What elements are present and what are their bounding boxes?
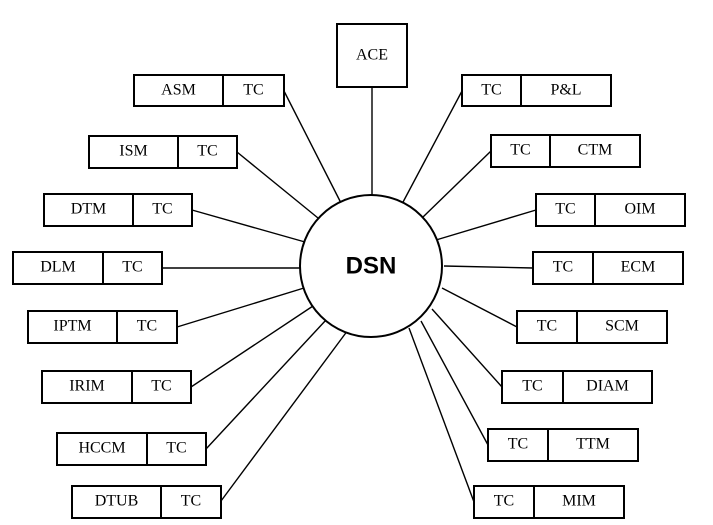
right-module-oim: TC OIM [535,193,686,227]
module-tag: TC [481,82,501,99]
right-module-ctm: TC CTM [490,134,641,168]
connector-ism [236,151,319,219]
ace-label: ACE [356,47,388,64]
left-module-dtub: DTUB TC [71,485,222,519]
right-module-ttm: TC TTM [487,428,639,462]
left-module-asm: ASM TC [133,74,285,107]
module-name: CTM [578,142,613,159]
module-tag: TC [166,440,186,457]
module-tag: TC [510,142,530,159]
module-name: P&L [550,82,581,99]
left-module-ism: ISM TC [88,135,238,169]
module-name: ECM [621,259,656,276]
left-module-hccm: HCCM TC [56,432,207,466]
right-module-ecm: TC ECM [532,251,684,285]
hub-label: DSN [346,252,397,279]
right-module-scm: TC SCM [516,310,668,344]
module-name: DIAM [586,378,629,395]
module-tag: TC [508,436,528,453]
module-name: TTM [576,436,610,453]
module-tag: TC [555,201,575,218]
module-tag: TC [243,82,263,99]
ace-node: ACE [336,23,408,88]
connector-mim [408,327,475,503]
connector-diam [431,308,503,388]
module-tag: TC [137,318,157,335]
right-module-diam: TC DIAM [501,370,653,404]
module-name: MIM [562,493,596,510]
module-tag: TC [553,259,573,276]
module-tag: TC [151,378,171,395]
connector-ecm [443,265,534,269]
left-module-dlm: DLM TC [12,251,163,285]
left-module-iptm: IPTM TC [27,310,178,344]
connector-irim [190,305,314,388]
connector-ctm [422,150,492,218]
left-module-dtm: DTM TC [43,193,193,227]
connector-ttm [420,320,489,446]
right-module-pl: TC P&L [461,74,612,107]
module-name: DLM [40,259,76,276]
module-name: OIM [624,201,655,218]
module-name: DTUB [95,493,139,510]
module-tag: TC [522,378,542,395]
module-tag: TC [494,493,514,510]
module-tag: TC [537,318,557,335]
connector-asm [283,90,342,204]
connector-oim [435,209,537,241]
right-module-mim: TC MIM [473,485,625,519]
module-name: ASM [161,82,196,99]
module-name: SCM [605,318,639,335]
module-name: ISM [119,143,147,160]
connector-hccm [205,319,327,450]
connector-dtub [220,329,349,502]
module-tag: TC [152,201,172,218]
left-module-irim: IRIM TC [41,370,192,404]
module-tag: TC [197,143,217,160]
connector-pl [401,90,463,205]
module-tag: TC [122,259,142,276]
module-name: DTM [71,201,107,218]
module-name: HCCM [78,440,125,457]
connector-scm [441,287,518,328]
module-tag: TC [181,493,201,510]
hub-node: DSN [299,194,443,338]
connectors [162,87,537,503]
connector-iptm [176,287,305,328]
connector-dtm [191,209,306,243]
module-name: IRIM [69,378,105,395]
module-name: IPTM [53,318,91,335]
